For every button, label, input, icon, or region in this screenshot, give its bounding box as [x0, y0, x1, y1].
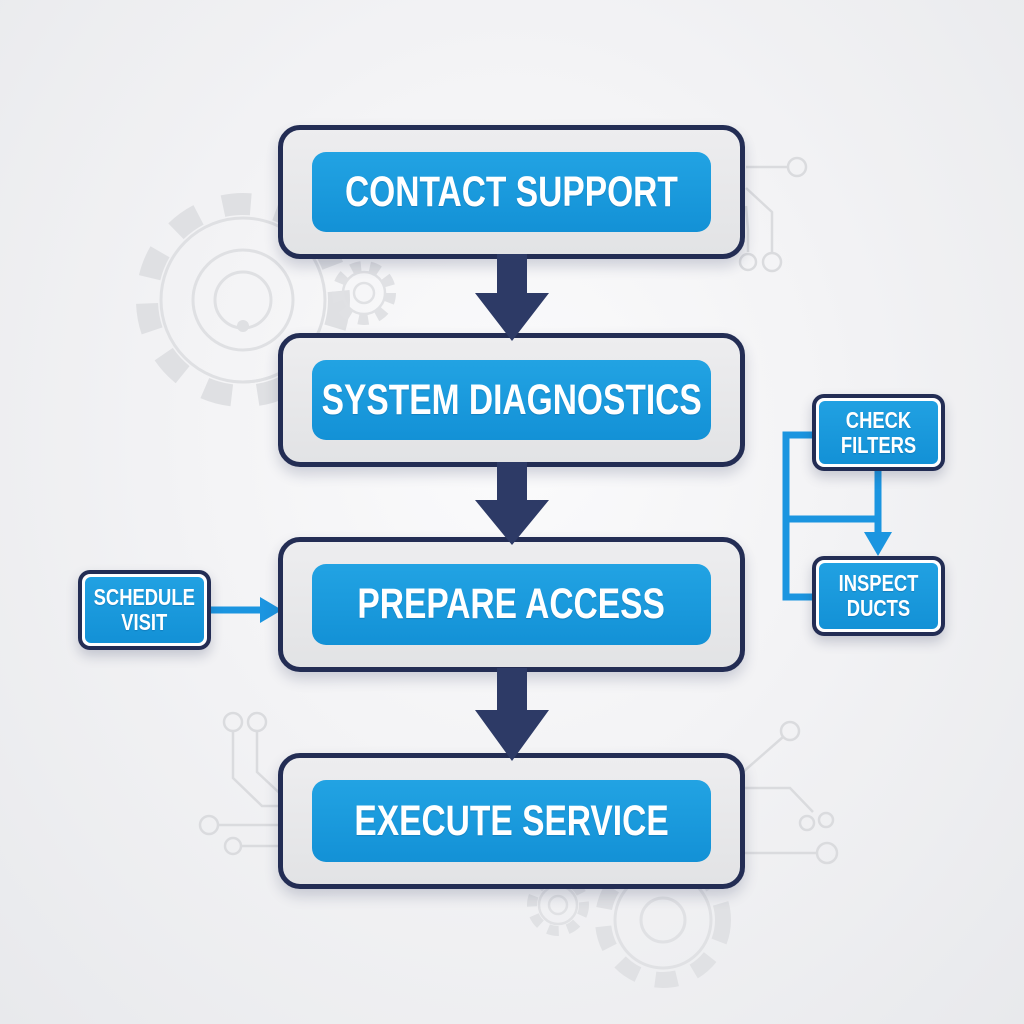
node-label: CONTACT SUPPORT: [345, 167, 678, 216]
flow-node-contact-support: CONTACT SUPPORT: [278, 125, 745, 259]
node-label: SCHEDULE VISIT: [93, 584, 196, 635]
flow-node-system-diagnostics: SYSTEM DIAGNOSTICS: [278, 333, 745, 467]
side-node-inspect-ducts: INSPECT DUCTS: [812, 556, 945, 636]
node-label: CHECK FILTERS: [840, 406, 917, 458]
side-node-check-filters: CHECK FILTERS: [812, 394, 945, 471]
flow-arrow-down-icon: [475, 668, 549, 761]
node-label: INSPECT DUCTS: [838, 570, 919, 621]
node-label: EXECUTE SERVICE: [354, 796, 669, 845]
flow-arrow-down-icon: [475, 254, 549, 341]
circuit-trace-icon: [738, 156, 808, 273]
gear-icon: [332, 261, 396, 325]
arrowhead-down-icon: [864, 532, 892, 556]
flow-arrow-down-icon: [475, 462, 549, 545]
node-label: PREPARE ACCESS: [357, 580, 666, 628]
node-fill: CHECK FILTERS: [819, 401, 938, 464]
side-node-schedule-visit: SCHEDULE VISIT: [78, 570, 211, 650]
node-pill: EXECUTE SERVICE: [312, 780, 711, 862]
node-ring: SCHEDULE VISIT: [82, 574, 207, 646]
flow-node-prepare-access: PREPARE ACCESS: [278, 537, 745, 672]
node-ring: CHECK FILTERS: [816, 398, 941, 467]
node-ring: INSPECT DUCTS: [816, 560, 941, 632]
flow-node-execute-service: EXECUTE SERVICE: [278, 753, 745, 889]
node-fill: SCHEDULE VISIT: [85, 577, 204, 643]
node-label: SYSTEM DIAGNOSTICS: [321, 375, 702, 424]
node-pill: SYSTEM DIAGNOSTICS: [312, 360, 711, 440]
node-pill: CONTACT SUPPORT: [312, 152, 711, 232]
node-fill: INSPECT DUCTS: [819, 563, 938, 629]
circuit-trace-icon: [742, 720, 839, 865]
node-pill: PREPARE ACCESS: [312, 564, 711, 645]
